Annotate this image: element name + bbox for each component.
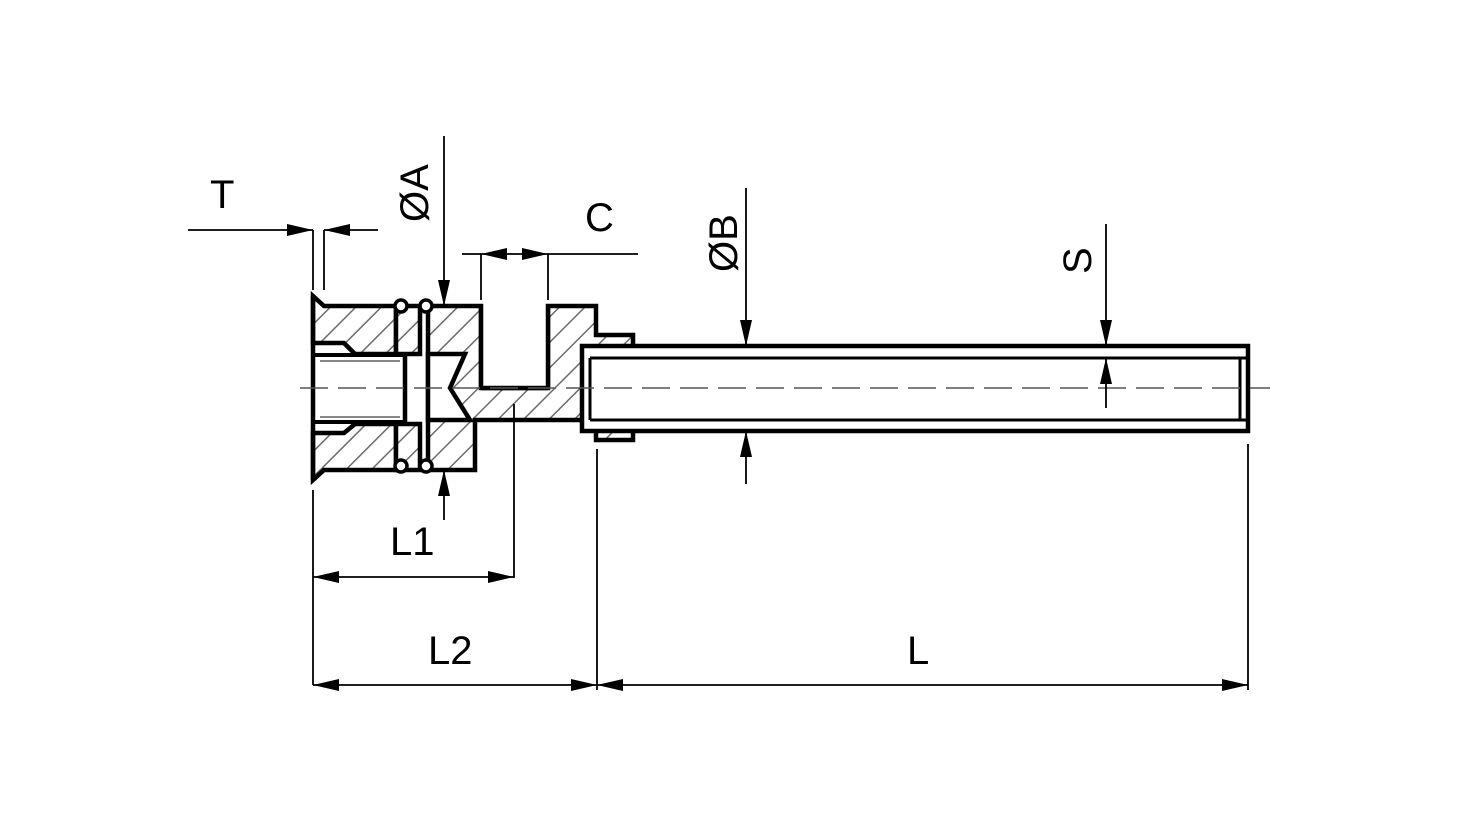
label-a: ØA — [393, 164, 437, 222]
dimension-l2: L2 — [313, 449, 598, 691]
slot-gap — [481, 306, 548, 388]
dimension-l1: L1 — [312, 404, 515, 685]
label-l1: L1 — [390, 520, 435, 564]
dimension-t: T — [188, 173, 378, 290]
dimension-c: C — [462, 196, 638, 300]
head-section-upper — [310, 290, 399, 357]
dimension-l: L — [597, 444, 1249, 691]
dimension-b: ØB — [702, 188, 752, 484]
fitting-body — [310, 290, 636, 486]
cone-cavity — [425, 351, 475, 423]
label-s: S — [1056, 247, 1100, 274]
label-c: C — [585, 196, 614, 240]
dimension-s: S — [1056, 224, 1112, 408]
label-t: T — [210, 173, 234, 217]
oring-top-left — [393, 298, 409, 314]
head-section-lower — [310, 421, 399, 486]
oring-bottom-right — [418, 458, 434, 474]
label-l: L — [907, 629, 929, 673]
oring-bottom-left — [393, 458, 409, 474]
dimension-a: ØA — [393, 136, 450, 520]
label-l2: L2 — [428, 629, 473, 673]
oring-top-right — [418, 298, 434, 314]
label-b: ØB — [702, 214, 746, 272]
gasket-section-upper — [393, 303, 423, 357]
